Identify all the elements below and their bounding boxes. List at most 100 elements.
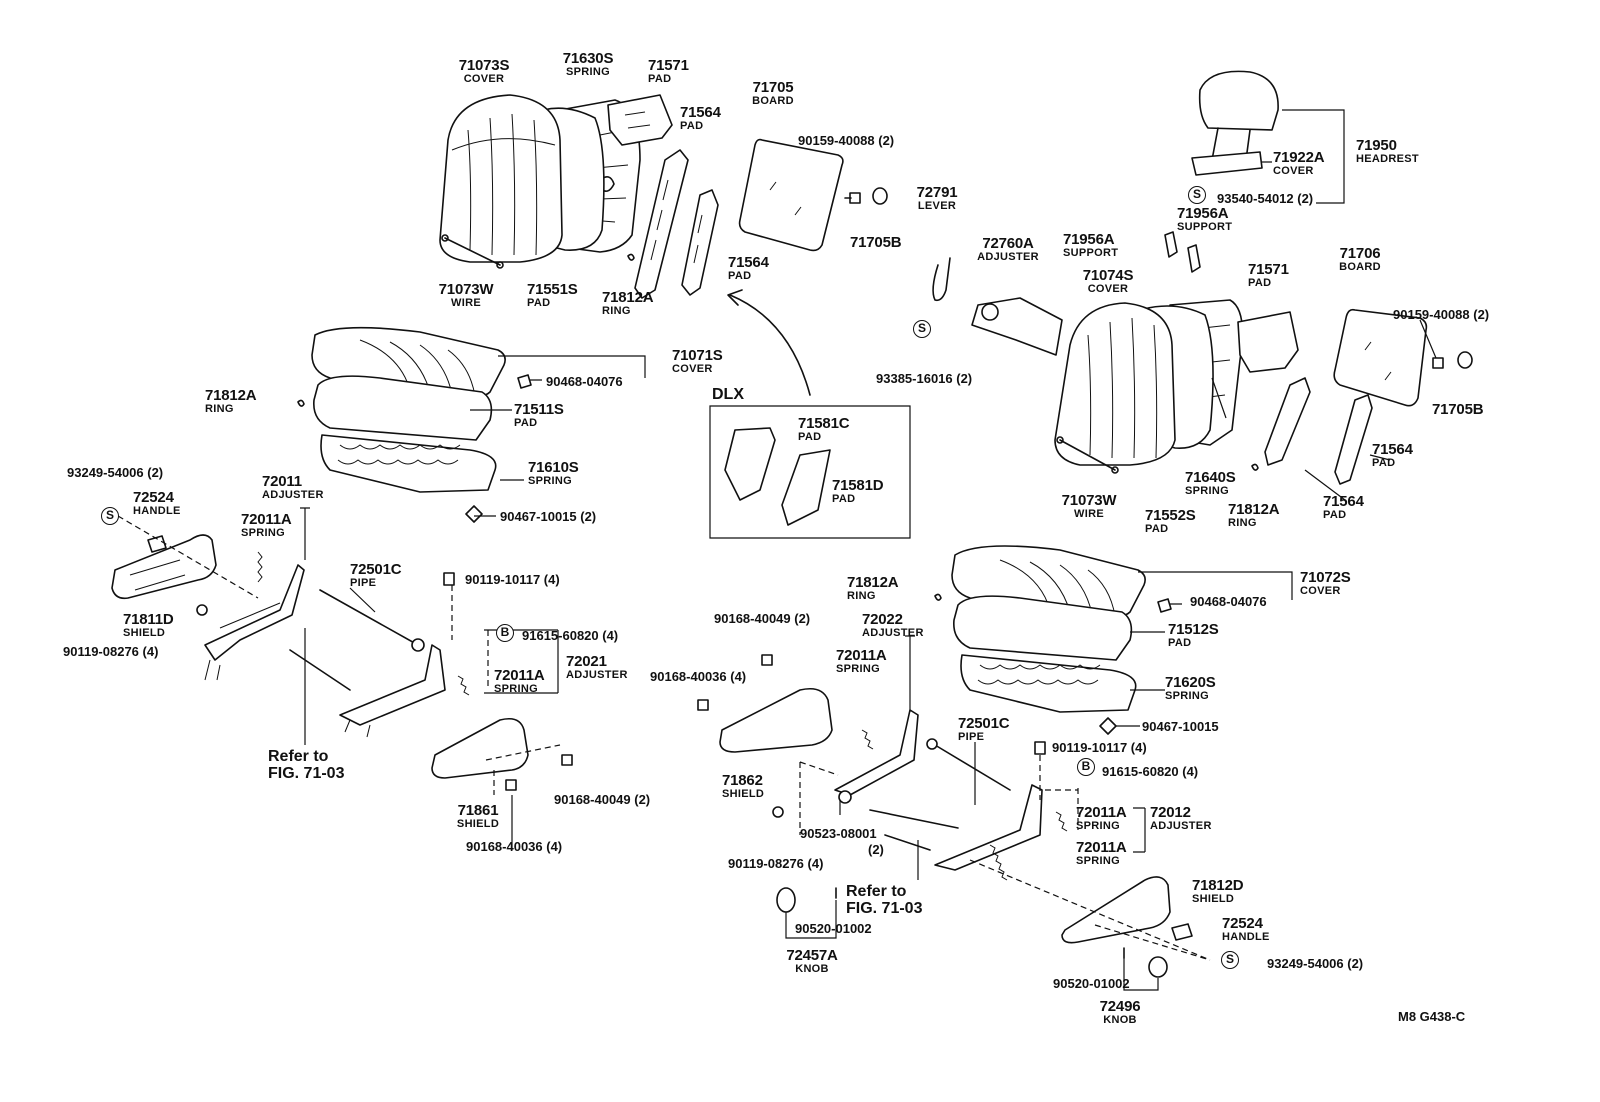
callout-90159-40088-b: 90159-40088 (2): [1393, 307, 1490, 322]
symbol-s-left-handle: S: [101, 507, 119, 525]
right-pad-71571: [1238, 312, 1298, 372]
right-spring-72011A-b: [1056, 812, 1067, 831]
left-screw-90168-40049: [562, 755, 572, 765]
right-washer-90119-08276: [773, 807, 783, 817]
right-seat-pad: [954, 596, 1132, 660]
left-pad-71571: [608, 95, 672, 145]
knob-72457A: [777, 888, 795, 912]
right-pipe-72501C: [870, 739, 1010, 850]
callout-90520-01002-b: 90520-01002: [1053, 976, 1130, 991]
drawing-code: M8 G438-C: [1398, 1009, 1466, 1024]
right-seatback-cover: [1055, 303, 1175, 465]
callout-90168-40036-b: 90168-40036 (4): [650, 669, 747, 684]
screw-90159-left: [845, 193, 860, 203]
left-side-pad-71564: [635, 150, 688, 298]
symbol-b-left: B: [496, 624, 514, 642]
callout-71705B: 71705B: [850, 234, 902, 251]
right-handle-72524: [1172, 924, 1192, 940]
left-ring-71812A-b: [298, 400, 304, 406]
cushion-leaders: [470, 356, 1292, 726]
callout-90119-08276-b: 90119-08276 (4): [728, 856, 824, 871]
right-grommet-71705B: [1458, 352, 1472, 368]
right-adjuster-72022: [835, 710, 918, 795]
left-ring-71812A: [628, 254, 634, 260]
symbol-s-adjuster: S: [913, 320, 931, 338]
dlx-box: [710, 406, 910, 538]
left-seat-spring: [321, 435, 496, 492]
right-adjuster-72760A: [972, 298, 1062, 355]
right-support-71956A: [1165, 232, 1200, 272]
right-side-pad-71564: [1265, 378, 1372, 484]
left-spring-72011A-b: [458, 676, 469, 695]
left-screw-90168-40036: [506, 780, 516, 790]
right-dashed-leaders: [800, 755, 1210, 960]
right-washer-90523: [839, 791, 851, 803]
left-adjuster-72021: [340, 645, 445, 737]
callout-90168-40049: 90168-40049 (2): [554, 792, 651, 807]
symbol-s-headrest: S: [1188, 186, 1206, 204]
left-wire: [442, 235, 503, 268]
knob-72496: [1149, 957, 1167, 977]
board-71705: [740, 140, 843, 251]
left-handle-72524: [148, 536, 166, 552]
right-seat-spring: [961, 655, 1136, 712]
right-bolt-90168-40049: [762, 655, 772, 665]
callout-90520-01002: 90520-01002: [795, 921, 872, 936]
left-shield-71861: [432, 719, 528, 778]
right-clip-90468: [1158, 599, 1171, 612]
grommet-71705B-left: [873, 188, 887, 204]
right-leaders-top: [1212, 320, 1436, 500]
right-fastener-90467: [1100, 718, 1116, 734]
left-shield-71811D: [112, 535, 216, 598]
callout-93385-16016: 93385-16016 (2): [876, 371, 973, 386]
callout-93249-54006: 93249-54006 (2): [67, 465, 164, 480]
left-leader-lines: [300, 508, 558, 850]
right-spring-72011A: [862, 730, 873, 749]
callout-90467-10015: 90467-10015 (2): [500, 509, 597, 524]
right-board-71706: [1334, 310, 1426, 406]
right-shield-71812D: [1062, 877, 1170, 943]
left-clip-90468: [518, 375, 531, 388]
right-bolt-90168-40036: [698, 700, 708, 710]
headrest-leaders: [1262, 110, 1344, 203]
callout-91615-60820-b: 91615-60820 (4): [1102, 764, 1199, 779]
callout-90159-40088: 90159-40088 (2): [798, 133, 895, 148]
callout-93540-54012: 93540-54012 (2): [1217, 191, 1314, 206]
